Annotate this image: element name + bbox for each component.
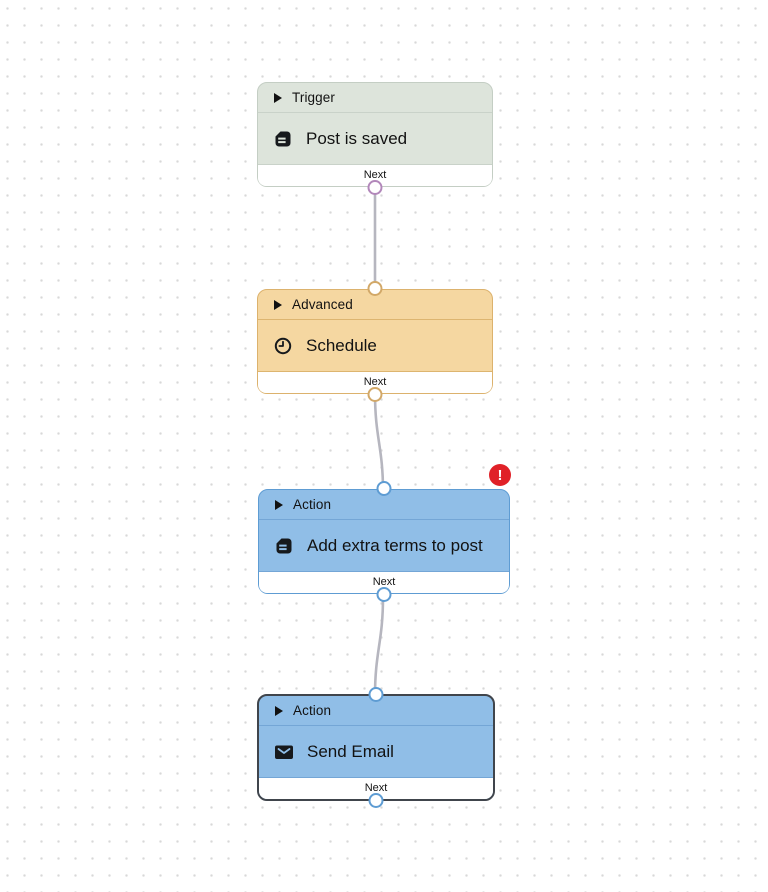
clock-icon — [273, 336, 293, 356]
document-icon — [274, 536, 294, 556]
collapse-caret-icon[interactable] — [274, 92, 282, 103]
node-category-label: Trigger — [292, 90, 335, 105]
document-icon — [273, 129, 293, 149]
output-port[interactable] — [376, 587, 392, 602]
node-action-add-extra-terms[interactable]: ! Action Add extra terms to post Next — [258, 464, 511, 602]
node-body[interactable]: Send Email — [259, 726, 493, 777]
error-badge[interactable]: ! — [489, 464, 511, 486]
node-body[interactable]: Schedule — [258, 320, 492, 371]
output-label: Next — [363, 376, 387, 388]
output-label: Next — [363, 169, 387, 181]
collapse-caret-icon[interactable] — [274, 299, 282, 310]
connector-advanced-to-action1[interactable] — [373, 391, 385, 493]
node-category-label: Advanced — [292, 297, 353, 312]
output-port[interactable] — [368, 793, 384, 808]
node-title: Send Email — [307, 741, 394, 761]
node-title: Post is saved — [306, 128, 408, 148]
node-footer: Next — [259, 777, 493, 799]
node-header: Action — [259, 490, 509, 520]
input-port[interactable] — [368, 687, 384, 702]
node-header: Advanced — [258, 290, 492, 320]
input-port[interactable] — [367, 281, 383, 296]
node-footer: Next — [259, 571, 509, 593]
node-category-label: Action — [293, 703, 332, 718]
email-icon — [274, 742, 294, 762]
output-label: Next — [372, 576, 396, 588]
error-exclamation: ! — [497, 466, 503, 484]
collapse-caret-icon[interactable] — [275, 705, 283, 716]
input-port[interactable] — [376, 481, 392, 496]
node-body[interactable]: Post is saved — [258, 113, 492, 164]
node-advanced-schedule[interactable]: Advanced Schedule Next — [257, 281, 493, 402]
node-header: Action — [259, 696, 493, 726]
node-header: Trigger — [258, 83, 492, 113]
node-footer: Next — [258, 164, 492, 186]
output-port[interactable] — [367, 180, 383, 195]
node-action-send-email[interactable]: Action Send Email Next — [257, 687, 495, 808]
node-footer: Next — [258, 371, 492, 393]
connector-action1-to-action2[interactable] — [373, 595, 385, 698]
node-body[interactable]: Add extra terms to post — [259, 520, 509, 571]
node-category-label: Action — [293, 497, 332, 512]
node-trigger-post-is-saved[interactable]: Trigger Post is saved Next — [257, 82, 493, 195]
collapse-caret-icon[interactable] — [275, 499, 283, 510]
output-port[interactable] — [367, 387, 383, 402]
node-title: Add extra terms to post — [307, 535, 483, 555]
node-title: Schedule — [306, 335, 377, 355]
output-label: Next — [364, 782, 388, 794]
